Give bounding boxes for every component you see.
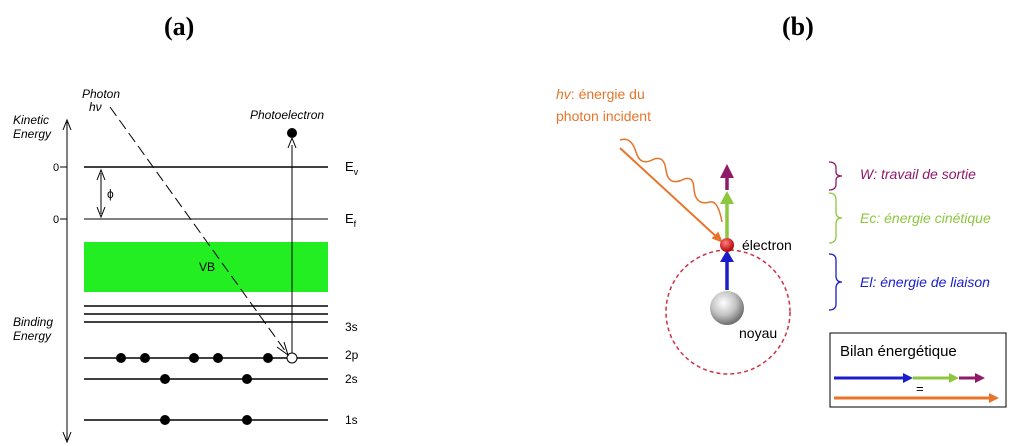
electron-2s [242, 374, 252, 384]
energy-balance-legend [829, 332, 1007, 408]
tick-zero-fermi: 0 [53, 214, 59, 226]
ev-label: Ev [345, 159, 359, 177]
electron-2s [160, 374, 170, 384]
electron [720, 238, 734, 252]
work-label: W: travail de sortie [860, 166, 976, 182]
binding-energy-label-2: Energy [13, 329, 52, 343]
photon-arrow [619, 147, 721, 241]
level-3s-label: 3s [345, 320, 358, 334]
kinetic-energy-label-1: Kinetic [13, 113, 49, 127]
binding-energy-label-1: Binding [13, 315, 53, 329]
electron-2p [263, 353, 273, 363]
photon-hv-label: hν [89, 100, 102, 114]
photoelectron [287, 128, 297, 138]
photon-label: Photon [82, 87, 120, 101]
binding-brace [828, 253, 843, 311]
level-2s-label: 2s [345, 372, 358, 386]
electron-2p [116, 353, 126, 363]
electron-orbit [665, 249, 791, 375]
ef-label: Ef [345, 211, 357, 229]
tick-zero-vacuum: 0 [53, 162, 59, 174]
kinetic-brace [828, 192, 843, 244]
legend-equals: = [916, 381, 924, 396]
electron-label: électron [742, 237, 792, 253]
panel-a: Kinetic Energy Binding Energy 0 0 Ev Ef … [13, 87, 359, 444]
energy-axis-bottom-arrow [62, 431, 72, 444]
panel-a-label: (a) [164, 12, 195, 41]
legend-title: Bilan énergétique [840, 343, 957, 360]
photon-description-line2: photon incident [556, 108, 651, 124]
core-hole [286, 352, 298, 364]
nucleus-label: noyau [739, 325, 777, 341]
photoelectron-label: Photoelectron [250, 108, 324, 122]
photon-description-line1: hv: énergie du [556, 86, 645, 102]
work-brace [828, 161, 843, 191]
kinetic-label: Ec: énergie cinétique [860, 210, 991, 226]
phi-label: ϕ [107, 187, 114, 201]
kinetic-energy-label-2: Energy [13, 127, 52, 141]
electron-1s [242, 415, 252, 425]
vb-label: VB [199, 260, 215, 274]
electron-2p [189, 353, 199, 363]
electron-2p [213, 353, 223, 363]
level-1s-label: 1s [345, 413, 358, 427]
level-2p-label: 2p [345, 348, 359, 362]
panel-b: hv: énergie du photon incident [556, 86, 1007, 408]
photon-path [109, 106, 287, 353]
energy-axis-top-arrow [62, 118, 72, 131]
binding-label: El: énergie de liaison [860, 274, 990, 290]
photon-wave [619, 138, 723, 223]
nucleus [710, 291, 744, 325]
valence-band [84, 242, 328, 292]
electron-2p [140, 353, 150, 363]
panel-b-label: (b) [782, 12, 814, 41]
electron-1s [160, 415, 170, 425]
